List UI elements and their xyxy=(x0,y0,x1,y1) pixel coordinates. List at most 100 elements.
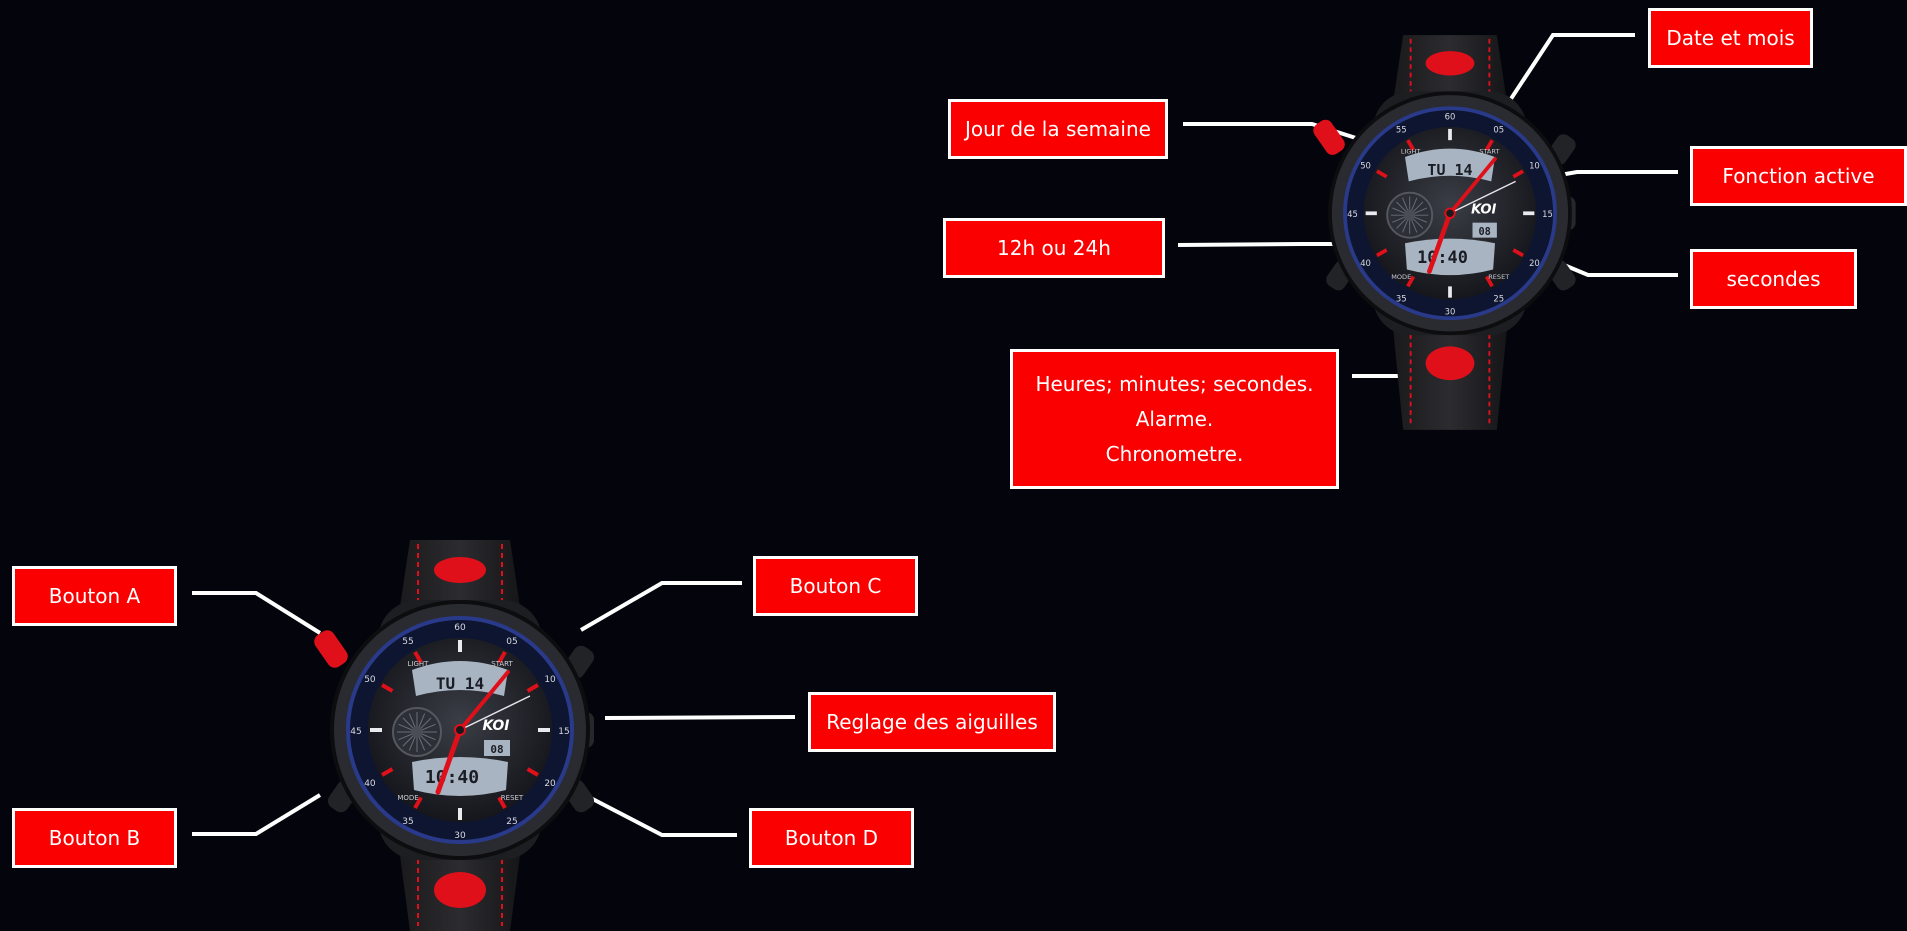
lcd-top xyxy=(1405,148,1495,182)
ring-number: 50 xyxy=(1360,160,1371,170)
hour-marker xyxy=(413,651,423,664)
strap-vent-bottom xyxy=(434,872,486,908)
label-multi-line-1: Heures; minutes; secondes. xyxy=(1035,371,1314,396)
ring-number: 35 xyxy=(1396,293,1407,303)
ring-number: 20 xyxy=(1529,258,1540,268)
line-bouton-b xyxy=(192,793,322,836)
lcd-bottom xyxy=(1405,238,1495,276)
hour-marker xyxy=(1484,139,1494,151)
label-multi-line-2: Alarme. xyxy=(1135,406,1214,431)
lcd-seconds xyxy=(1472,222,1497,238)
hour-marker xyxy=(497,796,507,809)
brand-logo: KOI xyxy=(1471,202,1496,217)
ring-number: 10 xyxy=(544,675,556,685)
hand-pivot xyxy=(454,724,466,736)
ring-number: 25 xyxy=(506,817,517,827)
strap-vent-top xyxy=(1425,51,1475,76)
label-fonction-active-text: Fonction active xyxy=(1722,164,1875,188)
hour-marker xyxy=(1406,275,1416,288)
label-bouton-d: Bouton D xyxy=(749,808,914,868)
label-date-mois-text: Date et mois xyxy=(1666,26,1795,50)
label-jour-semaine: Jour de la semaine xyxy=(948,99,1168,159)
subdial-center xyxy=(1404,209,1416,221)
ring-number: 45 xyxy=(350,727,361,737)
ring-number: 15 xyxy=(558,727,569,737)
ring-number: 40 xyxy=(364,779,376,789)
dial-word: MODE xyxy=(1391,273,1411,281)
label-bouton-a-text: Bouton A xyxy=(48,584,141,608)
dial-word: RESET xyxy=(1488,273,1510,281)
ring-number: 55 xyxy=(1396,125,1407,135)
hour-marker xyxy=(381,683,394,693)
label-bouton-b-text: Bouton B xyxy=(48,826,141,850)
label-12h-24h-text: 12h ou 24h xyxy=(997,236,1111,260)
hour-marker xyxy=(1375,248,1388,258)
hour-marker xyxy=(413,796,423,809)
label-bouton-b: Bouton B xyxy=(12,808,177,868)
label-fonction-active: Fonction active xyxy=(1690,146,1907,206)
hour-marker xyxy=(1512,248,1525,258)
line-bouton-a xyxy=(192,591,322,635)
second-hand xyxy=(1449,180,1516,214)
lcd-seconds xyxy=(484,740,510,756)
hour-marker xyxy=(1512,169,1525,179)
dial-word: LIGHT xyxy=(408,660,430,668)
button-a-crown xyxy=(314,630,348,668)
label-multi-line-3: Chronometre. xyxy=(1105,441,1244,466)
lcd-seconds-text: 08 xyxy=(1478,226,1490,238)
label-12h-24h: 12h ou 24h xyxy=(943,218,1165,278)
brand-logo: KOI xyxy=(482,718,509,734)
ring-number: 05 xyxy=(506,637,517,647)
dial-word: MODE xyxy=(397,794,418,802)
label-secondes: secondes xyxy=(1690,249,1857,309)
ring-number: 60 xyxy=(1445,112,1456,122)
minute-hand xyxy=(1448,157,1497,216)
subdial-center xyxy=(411,726,423,738)
lcd-bottom-text: 10:40 xyxy=(1417,247,1468,267)
hour-marker xyxy=(381,767,394,777)
minute-hand xyxy=(458,670,510,732)
ring-number: 60 xyxy=(454,623,466,633)
label-secondes-text: secondes xyxy=(1726,267,1821,291)
label-reglage-aiguilles: Reglage des aiguilles xyxy=(808,692,1056,752)
dial-word: RESET xyxy=(501,794,524,802)
ring-number: 05 xyxy=(1493,125,1504,135)
hour-hand xyxy=(435,727,463,795)
ring-number: 35 xyxy=(402,817,413,827)
ring-number: 15 xyxy=(1542,209,1553,219)
hour-marker xyxy=(1484,275,1494,288)
ring-number: 40 xyxy=(1360,258,1371,268)
second-hand xyxy=(459,695,531,731)
ring-number: 30 xyxy=(454,831,466,841)
hour-marker xyxy=(526,683,539,693)
hour-marker xyxy=(526,767,539,777)
ring-number: 20 xyxy=(544,779,556,789)
ring-number: 55 xyxy=(402,637,413,647)
dial-word: START xyxy=(1479,147,1500,155)
lcd-bottom xyxy=(412,757,508,796)
dial-word: START xyxy=(491,660,513,668)
label-jour-semaine-text: Jour de la semaine xyxy=(965,117,1151,141)
label-date-mois: Date et mois xyxy=(1648,8,1813,68)
label-reglage-text: Reglage des aiguilles xyxy=(826,710,1038,734)
label-bouton-c: Bouton C xyxy=(753,556,918,616)
line-reglage xyxy=(604,715,796,720)
ring-number: 45 xyxy=(1347,209,1358,219)
button-a-crown xyxy=(1313,119,1345,155)
hour-marker xyxy=(497,651,507,664)
line-bouton-d xyxy=(582,792,737,837)
lcd-top-text: TU 14 xyxy=(436,674,484,693)
hour-hand xyxy=(1427,210,1453,274)
label-bouton-d-text: Bouton D xyxy=(784,826,879,850)
ring-number: 50 xyxy=(364,675,376,685)
hand-pivot xyxy=(1444,207,1456,219)
label-heures-alarme-chrono: Heures; minutes; secondes. Alarme. Chron… xyxy=(1010,349,1339,489)
hour-marker xyxy=(1406,139,1416,151)
strap-vent-top xyxy=(434,557,486,583)
line-bouton-c xyxy=(579,581,742,632)
lcd-top-text: TU 14 xyxy=(1427,161,1472,179)
hour-marker xyxy=(1375,169,1388,179)
